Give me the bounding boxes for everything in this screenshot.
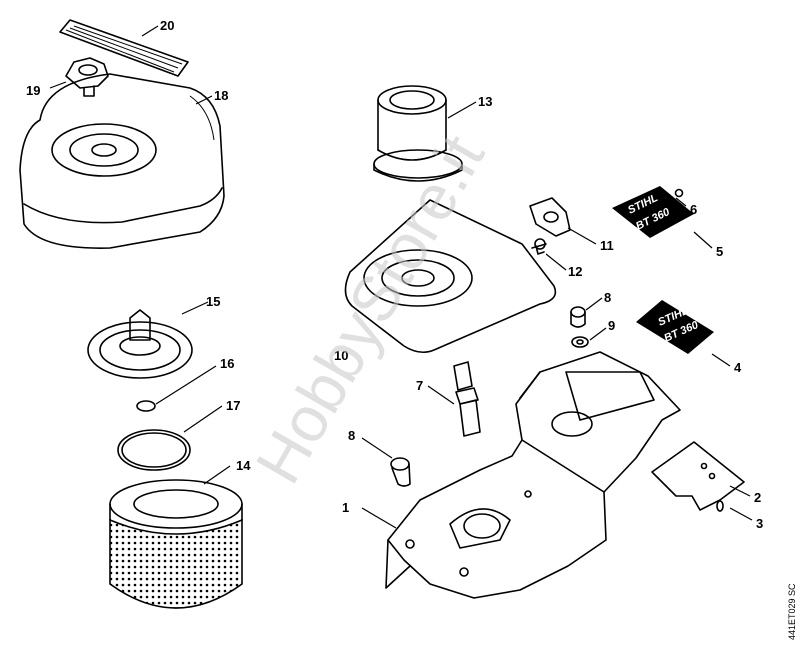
part-20-strip bbox=[59, 19, 189, 77]
part-2-plate bbox=[651, 441, 745, 511]
part-16-small-oring bbox=[136, 400, 156, 412]
callout-6: 6 bbox=[690, 202, 697, 217]
callout-18: 18 bbox=[214, 88, 228, 103]
callout-labels: 20 19 18 13 6 5 11 12 8 9 10 4 7 8 1 2 3… bbox=[26, 18, 763, 531]
part-10-base-plate bbox=[344, 199, 557, 354]
callout-5: 5 bbox=[716, 244, 723, 259]
callout-1: 1 bbox=[342, 500, 349, 515]
callout-20: 20 bbox=[160, 18, 174, 33]
part-18-cover bbox=[19, 73, 225, 249]
part-19-knob bbox=[65, 57, 109, 97]
callout-11: 11 bbox=[600, 238, 614, 253]
callout-16: 16 bbox=[220, 356, 234, 371]
part-1-housing bbox=[385, 351, 681, 599]
callout-13: 13 bbox=[478, 94, 492, 109]
callout-7: 7 bbox=[416, 378, 423, 393]
part-8-screw-lower bbox=[390, 457, 411, 487]
part-8-screw-upper bbox=[570, 306, 586, 328]
callout-9: 9 bbox=[608, 318, 615, 333]
callout-2: 2 bbox=[754, 490, 761, 505]
callout-19: 19 bbox=[26, 83, 40, 98]
part-9-washer bbox=[571, 336, 589, 348]
callout-3: 3 bbox=[756, 516, 763, 531]
drawing-code: 441ET029 SC bbox=[787, 583, 797, 640]
part-12-screw bbox=[531, 238, 547, 255]
part-14-filter bbox=[109, 479, 243, 609]
leader-lines bbox=[49, 25, 753, 529]
callout-14: 14 bbox=[236, 458, 251, 473]
callout-8-lower: 8 bbox=[348, 428, 355, 443]
callout-17: 17 bbox=[226, 398, 240, 413]
callout-8-upper: 8 bbox=[604, 290, 611, 305]
part-17-oring bbox=[117, 429, 191, 471]
callout-12: 12 bbox=[568, 264, 582, 279]
watermark-text: HobbyStore.it bbox=[242, 123, 498, 495]
part-5-badge: STIHL BT 360 bbox=[612, 186, 694, 238]
part-7-stud bbox=[453, 361, 481, 437]
callout-4: 4 bbox=[734, 360, 742, 375]
part-11-clip bbox=[529, 197, 571, 237]
part-15-disc bbox=[87, 309, 193, 379]
part-4-badge: STIHL BT 360 bbox=[636, 300, 714, 354]
part-6-screw bbox=[674, 188, 684, 198]
callout-10: 10 bbox=[334, 348, 348, 363]
part-13-cylinder-filter bbox=[373, 85, 463, 182]
callout-15: 15 bbox=[206, 294, 220, 309]
part-3-rivet bbox=[716, 500, 724, 512]
